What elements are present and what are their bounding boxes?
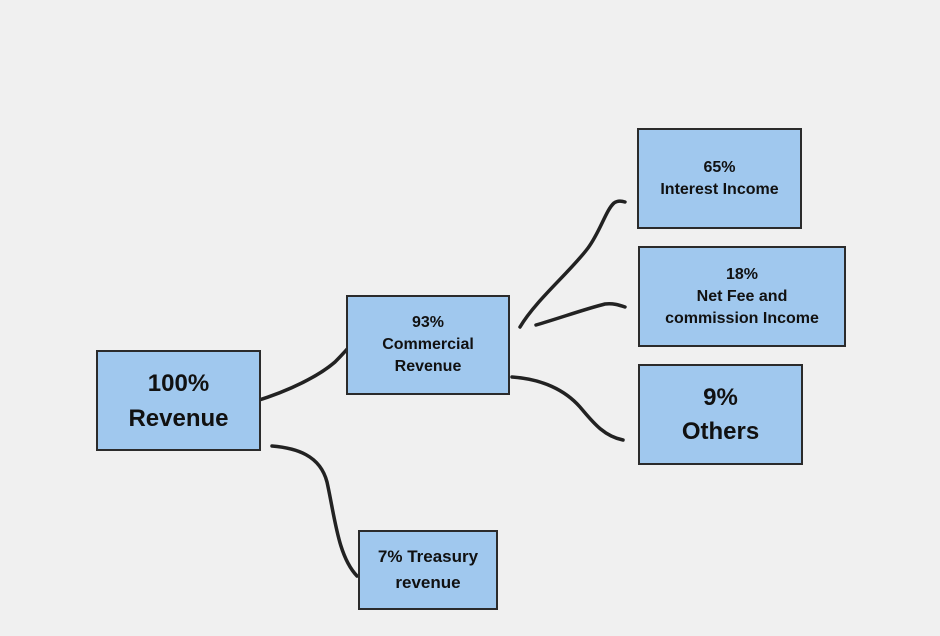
- treasury-revenue-node: 7% Treasury revenue: [358, 530, 498, 610]
- others-label: Others: [681, 417, 760, 445]
- interest-income-percentage: 65%: [703, 158, 736, 176]
- revenue-node: 100% Revenue: [96, 350, 261, 451]
- commercial-revenue-percentage: 93%: [411, 314, 445, 331]
- others-percentage: 9%: [703, 383, 738, 411]
- interest-income-node: 65% Interest Income: [637, 128, 802, 229]
- commercial-revenue-node: 93% Commercial Revenue: [346, 295, 510, 395]
- connector-commercial-to-fee: [534, 302, 627, 327]
- net-fee-commission-label-line1: Net Fee and: [696, 287, 788, 305]
- revenue-node-percentage: 100%: [147, 369, 210, 397]
- net-fee-commission-percentage: 18%: [725, 265, 759, 283]
- net-fee-commission-label-line2: commission Income: [665, 309, 819, 327]
- others-node: 9% Others: [638, 364, 803, 465]
- treasury-revenue-label-line2: revenue: [395, 573, 461, 592]
- connector-commercial-to-interest: [518, 199, 627, 329]
- revenue-node-label: Revenue: [128, 404, 229, 432]
- connector-root-to-treasury: [270, 444, 359, 578]
- connector-commercial-to-others: [510, 375, 625, 442]
- interest-income-label: Interest Income: [660, 180, 779, 198]
- net-fee-commission-node: 18% Net Fee and commission Income: [638, 246, 846, 347]
- connector-root-to-commercial: [251, 338, 357, 404]
- treasury-revenue-label-line1: 7% Treasury: [377, 547, 479, 566]
- commercial-revenue-label-line2: Revenue: [394, 358, 462, 375]
- commercial-revenue-label-line1: Commercial: [382, 336, 474, 353]
